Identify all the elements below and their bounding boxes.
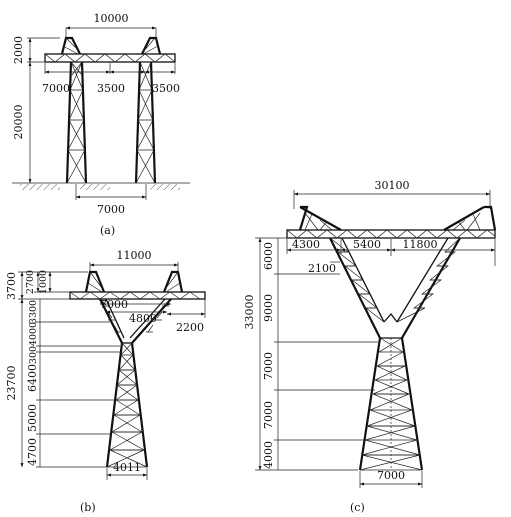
caption-c: (c) <box>350 501 365 514</box>
dim-arm-right-a: 3500 <box>152 82 180 95</box>
dim-base-width-a: 7000 <box>97 203 125 216</box>
head-frame-c <box>329 237 461 339</box>
dim-top-width-c: 30100 <box>375 179 410 192</box>
head-frame-b <box>99 298 172 344</box>
dim-arm-mid-a: 3500 <box>97 82 125 95</box>
dim-seg-5000-b: 5000 <box>26 404 39 432</box>
dim-seg-3300-b: 3300 <box>28 300 39 324</box>
dim-seg-4000-c: 4000 <box>262 441 275 469</box>
dim-seg-4000-b: 4000 <box>28 322 39 346</box>
tower-a: 10000 2000 20000 7000 3500 3500 7000 (a) <box>12 12 190 237</box>
body-c <box>358 337 424 471</box>
dim-body-height-a: 20000 <box>12 105 25 140</box>
leg-right-a <box>134 61 157 184</box>
dim-cross-4800-b: 4800 <box>129 312 157 325</box>
body-b <box>105 342 149 468</box>
crossarm-c <box>286 205 497 239</box>
caption-b: (b) <box>80 501 96 514</box>
tower-c: 30100 4300 5400 11800 2100 33000 <box>243 179 497 514</box>
dim-seg-9000-c: 9000 <box>262 294 275 322</box>
dim-peak-upper-b: 2700 <box>25 270 36 294</box>
dim-seg-7000a-c: 7000 <box>262 352 275 380</box>
dim-arm-mid-c: 5400 <box>353 238 381 251</box>
dim-offset-2100-c: 2100 <box>308 262 336 275</box>
tower-b: 11000 3700 2700 1000 23700 3300 4000 300 <box>5 249 206 514</box>
dim-head-height-a: 2000 <box>12 36 25 64</box>
dimensions-c: 30100 4300 5400 11800 2100 33000 <box>243 179 496 488</box>
dim-arm-2200-b: 2200 <box>176 321 204 334</box>
dim-seg-6400-b: 6400 <box>26 364 39 392</box>
dim-seg-4700-b: 4700 <box>26 438 39 466</box>
dim-seg-300-b: 300 <box>28 346 39 364</box>
leg-left-a <box>65 61 88 184</box>
dimensions-b: 11000 3700 2700 1000 23700 3300 4000 300 <box>5 249 206 480</box>
ground-hatch-a <box>20 184 60 190</box>
dim-seg-7000b-c: 7000 <box>262 401 275 429</box>
dimensions-a: 10000 2000 20000 7000 3500 3500 7000 <box>12 12 180 216</box>
dim-inner-width-b: 7000 <box>100 298 128 311</box>
dim-arm-left-c: 4300 <box>292 238 320 251</box>
dim-top-width-b: 11000 <box>117 249 152 262</box>
dim-top-width-a: 10000 <box>94 12 129 25</box>
dim-seg-6000-c: 6000 <box>262 242 275 270</box>
dim-head-total-b: 3700 <box>5 272 18 300</box>
dim-base-width-b: 4011 <box>113 461 141 474</box>
dim-arm-right-c: 11800 <box>403 238 438 251</box>
dim-body-total-b: 23700 <box>5 366 18 401</box>
dim-base-width-c: 7000 <box>377 469 405 482</box>
caption-a: (a) <box>100 224 115 237</box>
dim-peak-lower-b: 1000 <box>38 270 49 294</box>
crossarm-b <box>69 270 206 300</box>
dim-total-height-c: 33000 <box>243 295 256 330</box>
crossarm-a <box>44 36 176 63</box>
dim-arm-left-a: 7000 <box>42 82 70 95</box>
